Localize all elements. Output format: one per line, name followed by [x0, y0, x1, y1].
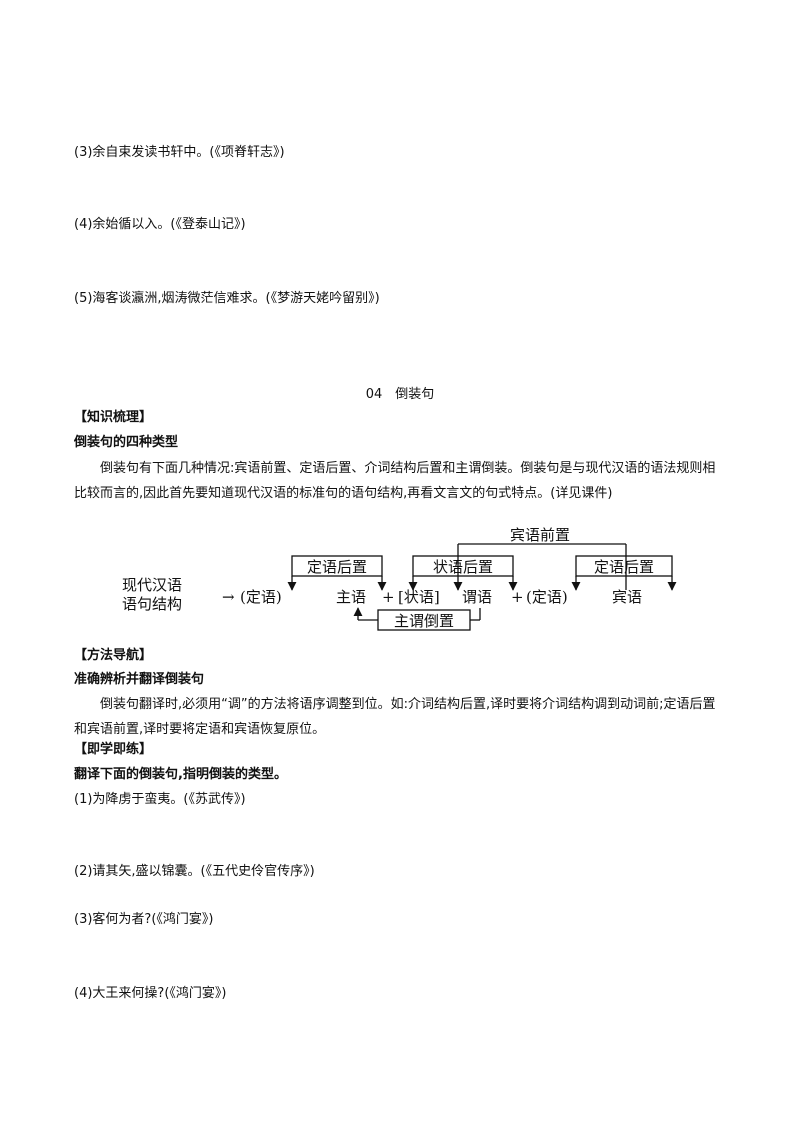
item-5: (5)海客谈瀛洲,烟涛微茫信难求。(《梦游天姥吟留别》): [74, 291, 380, 306]
sentence-object: 宾语: [612, 588, 642, 606]
attr-post-box-2: [575, 555, 673, 577]
attr-post-label-2: 定语后置: [594, 558, 654, 576]
practice-item-1: (1)为降虏于蛮夷。(《苏武传》): [74, 792, 246, 807]
practice-instruction: 翻译下面的倒装句,指明倒装的类型。: [74, 767, 287, 782]
subj-pred-label: 主谓倒置: [394, 612, 454, 630]
knowledge-heading: 【知识梳理】: [74, 410, 153, 425]
modern-chinese-label-2: 语句结构: [122, 595, 182, 613]
method-paragraph: 倒装句翻译时,必须用“调”的方法将语序调整到位。如:介词结构后置,译时要将介词结…: [74, 697, 716, 737]
practice-item-3: (3)客何为者?(《鸿门宴》): [74, 912, 214, 927]
adv-post-box: [412, 555, 514, 577]
adv-post-label: 状语后置: [433, 558, 493, 576]
sentence-adverbial: [状语]: [398, 588, 440, 606]
sentence-subject: 主语: [336, 588, 366, 606]
sentence-attr-1: (定语): [240, 588, 282, 606]
sentence-arrow: →: [222, 588, 235, 606]
sentence-plus-1: +: [382, 588, 395, 606]
obj-pre-label: 宾语前置: [510, 526, 570, 544]
practice-heading: 【即学即练】: [74, 742, 153, 757]
practice-item-4: (4)大王来何操?(《鸿门宴》): [74, 986, 227, 1001]
attr-post-box-1: [291, 555, 383, 577]
sentence-predicate: 谓语: [462, 588, 492, 606]
knowledge-subheading: 倒装句的四种类型: [74, 435, 179, 450]
method-heading: 【方法导航】: [74, 648, 153, 663]
attr-post-label-1: 定语后置: [307, 558, 367, 576]
item-4: (4)余始循以入。(《登泰山记》): [74, 217, 246, 232]
practice-item-2: (2)请其矢,盛以锦囊。(《五代史伶官传序》): [74, 864, 315, 879]
section-title: 04 倒装句: [365, 387, 435, 402]
sentence-structure-diagram: 现代汉语 语句结构 → (定语) 主语 + [状语] 谓语 + (定语) 宾语 …: [122, 526, 677, 631]
modern-chinese-label-1: 现代汉语: [122, 576, 182, 594]
sentence-plus-2: +: [511, 588, 524, 606]
sentence-attr-2: (定语): [526, 588, 568, 606]
item-3: (3)余自束发读书轩中。(《项脊轩志》): [74, 145, 285, 160]
method-subheading: 准确辨析并翻译倒装句: [74, 672, 205, 687]
knowledge-paragraph: 倒装句有下面几种情况:宾语前置、定语后置、介词结构后置和主谓倒装。倒装句是与现代…: [74, 461, 716, 501]
